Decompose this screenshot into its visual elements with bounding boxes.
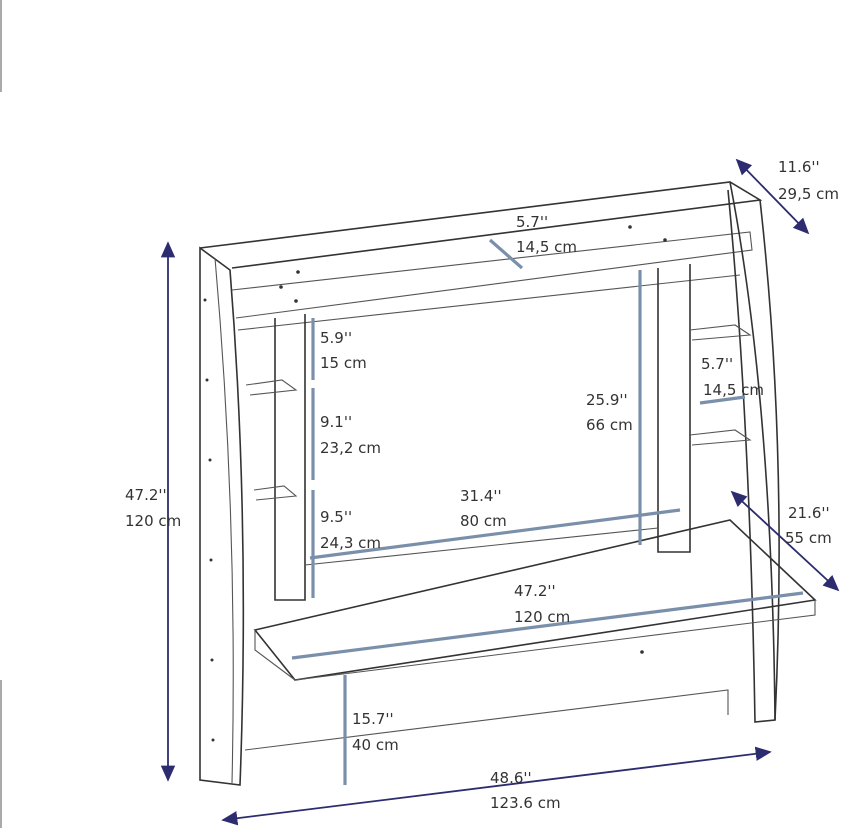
inner-width-in: 31.4'' xyxy=(460,487,502,505)
depth-top-in: 11.6'' xyxy=(778,158,820,176)
inner-width-cm: 80 cm xyxy=(460,512,507,530)
total-height-in: 47.2'' xyxy=(125,486,167,504)
measure-lines xyxy=(291,238,804,785)
total-height-cm: 120 cm xyxy=(125,512,181,530)
left-shelf-3-in: 9.5'' xyxy=(320,508,352,526)
left-shelf-1-in: 5.9'' xyxy=(320,329,352,347)
top-shelf-measure xyxy=(488,238,524,270)
left-shelf-1-cm: 15 cm xyxy=(320,354,367,372)
top-shelf-in: 5.7'' xyxy=(516,213,548,231)
top-shelf-cm: 14,5 cm xyxy=(516,238,577,256)
left-shelf-2-in: 9.1'' xyxy=(320,413,352,431)
top-depth-arrow xyxy=(735,158,810,235)
desk-depth-in: 21.6'' xyxy=(788,504,830,522)
desk-depth-arrow xyxy=(730,490,840,592)
left-shelf-2-cm: 23,2 cm xyxy=(320,439,381,457)
desk-width-measure xyxy=(291,591,804,660)
desk-width-cm: 120 cm xyxy=(514,608,570,626)
right-shelf-measure xyxy=(699,395,746,405)
total-width-arrow xyxy=(221,746,772,826)
desk-outline xyxy=(199,181,817,786)
inner-height-in: 25.9'' xyxy=(586,391,628,409)
total-width-in: 48.6'' xyxy=(490,769,532,787)
inner-width-measure xyxy=(309,508,681,560)
under-desk-cm: 40 cm xyxy=(352,736,399,754)
right-shelf-cm: 14,5 cm xyxy=(703,381,764,399)
total-width-cm: 123.6 cm xyxy=(490,794,561,812)
dimension-labels: 11.6'' 29,5 cm 5.7'' 14,5 cm 5.9'' 15 cm… xyxy=(125,158,839,812)
right-shelf-in: 5.7'' xyxy=(701,355,733,373)
under-desk-in: 15.7'' xyxy=(352,710,394,728)
inner-height-cm: 66 cm xyxy=(586,416,633,434)
desk-depth-cm: 55 cm xyxy=(785,529,832,547)
left-shelf-3-cm: 24,3 cm xyxy=(320,534,381,552)
dimension-arrows xyxy=(160,158,840,826)
desk-width-in: 47.2'' xyxy=(514,582,556,600)
depth-top-cm: 29,5 cm xyxy=(778,185,839,203)
